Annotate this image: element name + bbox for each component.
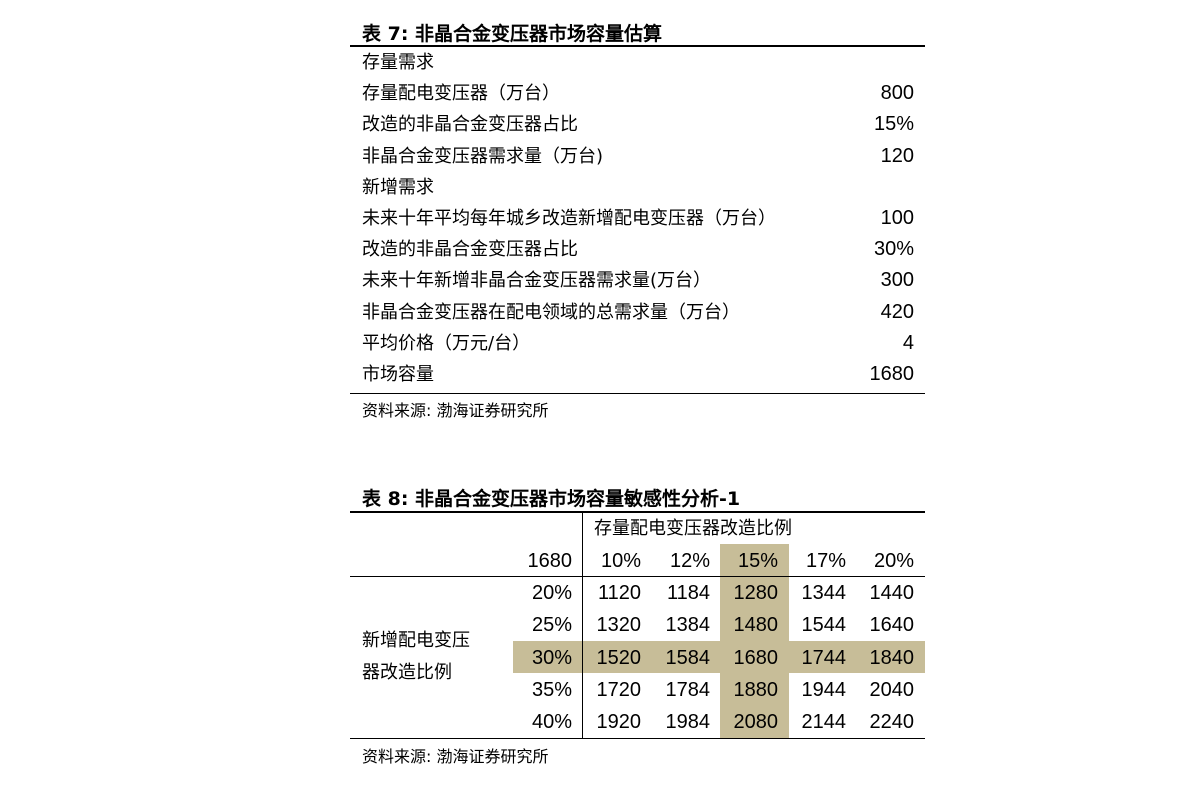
table7-row: 市场容量 1680 bbox=[362, 359, 914, 390]
table-cell: 1480 bbox=[733, 614, 779, 637]
table7-row: 新增需求 bbox=[362, 172, 914, 203]
table7-row: 平均价格（万元/台） 4 bbox=[362, 328, 914, 359]
table-cell: 2080 bbox=[733, 711, 779, 734]
table7-row-label: 未来十年平均每年城乡改造新增配电变压器（万台） bbox=[362, 208, 776, 229]
table7-row: 未来十年平均每年城乡改造新增配电变压器（万台） 100 bbox=[362, 203, 914, 234]
table-cell: 1320 bbox=[596, 614, 642, 637]
table7-row-value: 15% bbox=[873, 113, 914, 136]
table7-row-value: 4 bbox=[902, 331, 914, 354]
col-header: 10% bbox=[600, 550, 641, 572]
table7-row: 改造的非晶合金变压器占比 15% bbox=[362, 109, 914, 140]
table7-source: 资料来源: 渤海证券研究所 bbox=[362, 401, 549, 420]
row-header: 25% bbox=[531, 614, 572, 637]
table7-row-label: 新增需求 bbox=[362, 176, 434, 198]
table8-source: 资料来源: 渤海证券研究所 bbox=[362, 747, 549, 766]
table7-row-label: 改造的非晶合金变压器占比 bbox=[362, 239, 578, 261]
table-cell: 1120 bbox=[597, 582, 641, 604]
table7-title: 表 7: 非晶合金变压器市场容量估算 bbox=[362, 23, 663, 45]
col-header: 12% bbox=[669, 550, 710, 572]
table7-row: 存量配电变压器（万台） 800 bbox=[362, 78, 914, 109]
table-cell: 1640 bbox=[869, 614, 915, 637]
highlight-row-30pct bbox=[513, 641, 925, 673]
table7-row-value: 1680 bbox=[869, 363, 915, 385]
col-group-label: 存量配电变压器改造比例 bbox=[594, 518, 792, 539]
table7-bottom-rule bbox=[350, 393, 925, 394]
table7-row-value: 30% bbox=[873, 238, 914, 261]
table7-row-label: 未来十年新增非晶合金变压器需求量(万台） bbox=[362, 270, 712, 292]
table-cell: 1584 bbox=[665, 646, 711, 669]
table-cell: 1520 bbox=[596, 646, 642, 669]
table-cell: 2144 bbox=[801, 711, 847, 734]
table-cell: 1784 bbox=[665, 678, 711, 701]
corner-value: 1680 bbox=[527, 550, 573, 572]
table8-top-rule bbox=[350, 511, 925, 513]
table-cell: 1280 bbox=[733, 582, 779, 604]
table7-row: 非晶合金变压器在配电领域的总需求量（万台） 420 bbox=[362, 297, 914, 328]
table7-row-value: 300 bbox=[880, 269, 914, 292]
row-header: 30% bbox=[531, 646, 572, 669]
table7-top-rule bbox=[350, 45, 925, 47]
table7-row-label: 改造的非晶合金变压器占比 bbox=[362, 114, 578, 136]
table7-row-value: 120 bbox=[880, 144, 914, 167]
table-cell: 1720 bbox=[596, 678, 642, 701]
row-group-label-line1: 新增配电变压 bbox=[362, 630, 470, 651]
table-cell: 1984 bbox=[665, 711, 711, 734]
table-cell: 1440 bbox=[869, 582, 915, 604]
table-cell: 1184 bbox=[666, 582, 710, 604]
table-cell: 2240 bbox=[869, 711, 915, 734]
table-cell: 1344 bbox=[801, 582, 847, 604]
table-cell: 1744 bbox=[801, 646, 847, 669]
table8-bottom-rule bbox=[350, 738, 925, 739]
table7-row-label: 非晶合金变压器在配电领域的总需求量（万台） bbox=[362, 301, 740, 323]
table7-row-label: 存量需求 bbox=[362, 52, 434, 73]
col-header: 17% bbox=[805, 550, 846, 572]
table7-row: 改造的非晶合金变压器占比 30% bbox=[362, 234, 914, 265]
table7-row: 未来十年新增非晶合金变压器需求量(万台） 300 bbox=[362, 265, 914, 296]
table8-header-rule bbox=[350, 576, 925, 577]
table7-row-label: 市场容量 bbox=[362, 364, 434, 385]
table7-row-label: 存量配电变压器（万台） bbox=[362, 83, 560, 105]
table-cell: 1920 bbox=[596, 711, 642, 734]
table-cell: 1384 bbox=[665, 614, 711, 637]
table-cell: 2040 bbox=[869, 678, 915, 701]
table-cell: 1880 bbox=[733, 678, 779, 701]
table-cell: 1944 bbox=[801, 678, 847, 701]
table7-row: 非晶合金变压器需求量（万台) 120 bbox=[362, 141, 914, 172]
table7-row-label: 非晶合金变压器需求量（万台) bbox=[362, 145, 604, 167]
table7-row-label: 平均价格（万元/台） bbox=[362, 332, 531, 354]
table-cell: 1840 bbox=[869, 646, 915, 669]
row-header: 35% bbox=[531, 678, 572, 701]
row-header: 40% bbox=[531, 711, 572, 734]
row-header: 20% bbox=[531, 582, 572, 604]
col-header: 20% bbox=[873, 550, 914, 572]
table-cell: 1544 bbox=[801, 614, 847, 637]
row-group-label-line2: 器改造比例 bbox=[362, 662, 452, 683]
table7-row-value: 420 bbox=[880, 300, 914, 323]
table-cell: 1680 bbox=[733, 646, 779, 669]
col-header: 15% bbox=[737, 550, 778, 572]
table7-row: 存量需求 bbox=[362, 47, 914, 78]
table8-header-divider bbox=[582, 513, 583, 738]
table8-title: 表 8: 非晶合金变压器市场容量敏感性分析-1 bbox=[362, 488, 741, 510]
table7-row-value: 100 bbox=[880, 207, 914, 229]
table7-row-value: 800 bbox=[880, 82, 914, 105]
